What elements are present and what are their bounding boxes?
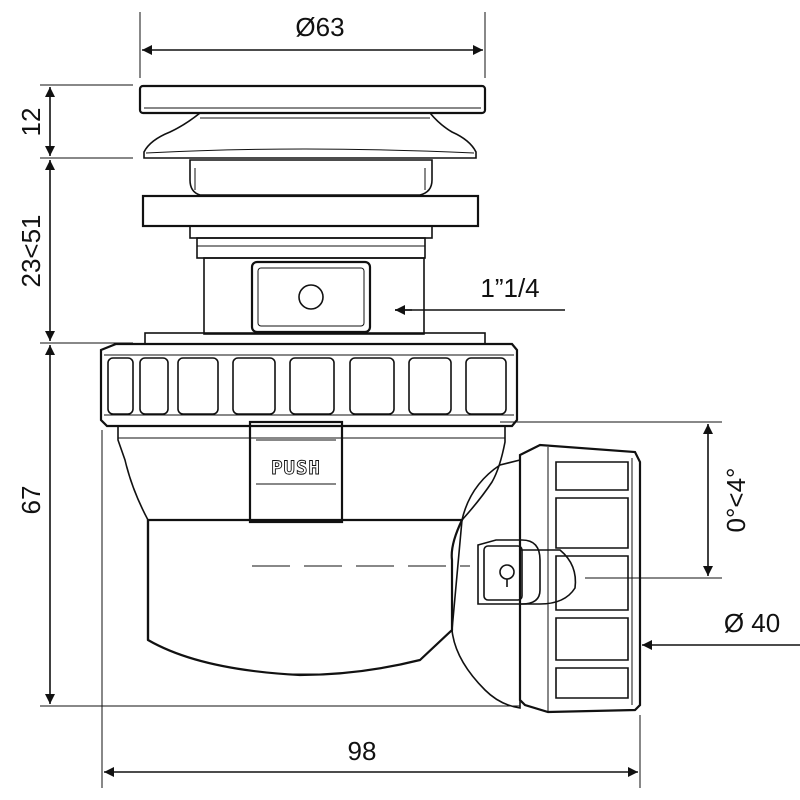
dimension-adjust-range: 23<51 [16, 160, 133, 344]
body-height-label: 67 [16, 486, 46, 515]
adjust-range-label: 23<51 [16, 214, 46, 287]
top-diameter-label: Ø63 [295, 12, 344, 42]
cap-height-label: 12 [16, 108, 46, 137]
outlet-diameter-label: Ø 40 [724, 608, 780, 638]
dimension-angle: 0°<4° [500, 421, 751, 579]
lock-nut-clip [250, 260, 372, 334]
dimension-cap-height: 12 [16, 84, 133, 159]
dimension-total-width: 98 [101, 430, 641, 788]
push-label: PUSH [271, 457, 321, 479]
dimension-body-height: 67 [16, 345, 520, 707]
ribbed-nut [99, 332, 519, 428]
plug-cap [138, 84, 487, 196]
dimension-thread: 1”1/4 [395, 273, 565, 315]
outlet-elbow [451, 443, 642, 714]
flange-and-thread [141, 194, 480, 335]
dimension-outlet-diameter: Ø 40 [642, 608, 800, 650]
total-width-label: 98 [348, 736, 377, 766]
push-tab: PUSH [248, 420, 344, 524]
thread-label: 1”1/4 [480, 273, 539, 303]
outlet-clip [483, 545, 523, 601]
dimension-top-diameter: Ø63 [139, 12, 486, 78]
angle-label: 0°<4° [721, 468, 751, 533]
siphon-body: PUSH [117, 420, 506, 677]
